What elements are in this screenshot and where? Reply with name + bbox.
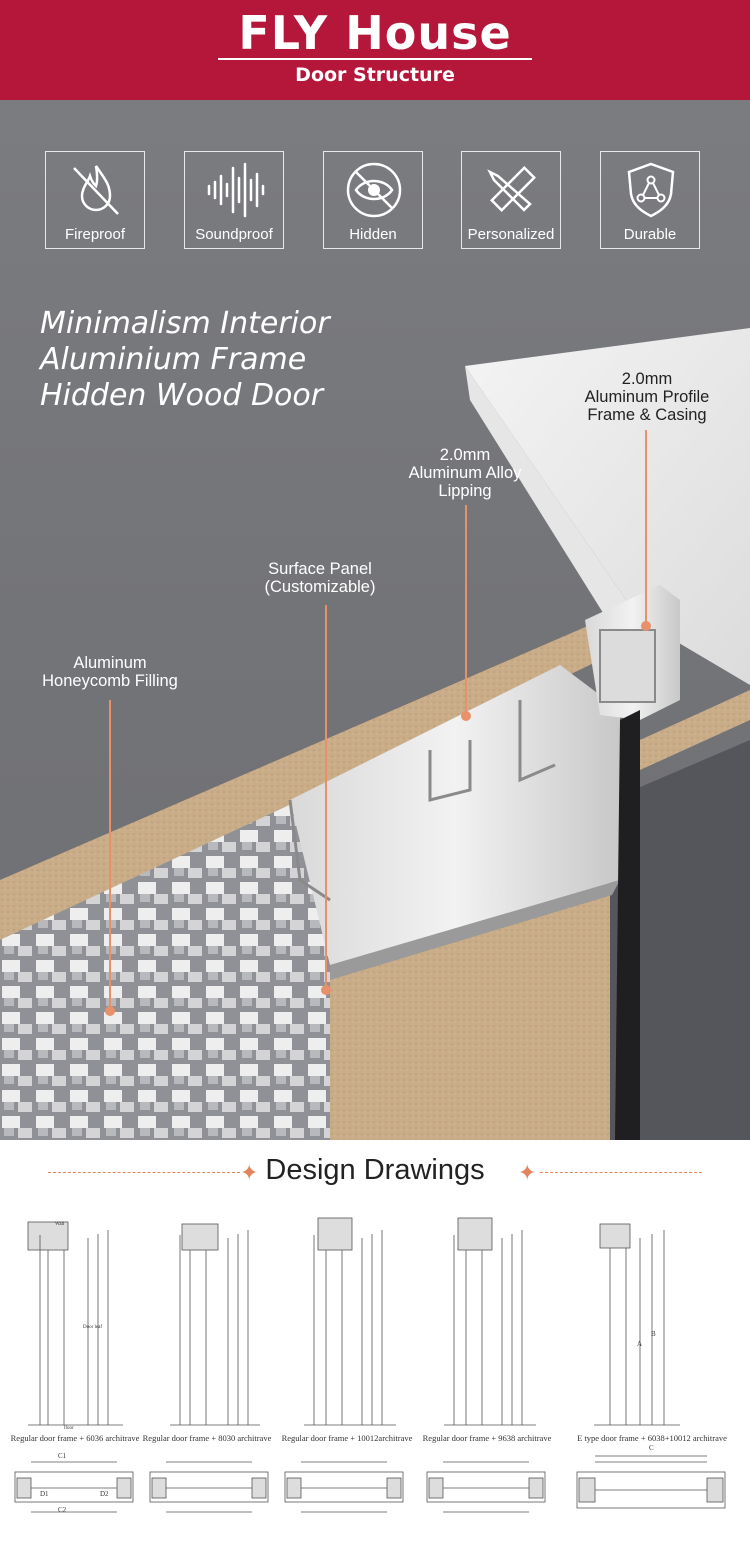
- callout-line: (Customizable): [264, 578, 376, 596]
- feature-personalized: Personalized: [461, 151, 561, 249]
- drawing-caption: Regular door frame + 9638 architrave: [422, 1433, 552, 1443]
- sparkle-icon: ✦: [518, 1160, 537, 1185]
- drawing-caption: Regular door frame + 10012architrave: [281, 1433, 413, 1443]
- feature-durable: Durable: [600, 151, 700, 249]
- title-dash-right: [540, 1172, 702, 1173]
- callout-line: 2.0mm: [439, 446, 491, 464]
- slogan-line: Hidden Wood Door: [40, 378, 324, 413]
- callout-lipping: 2.0mm Aluminum Alloy Lipping: [390, 446, 540, 500]
- drawing-caption: Regular door frame + 8030 architrave: [142, 1433, 272, 1443]
- callout-line: Surface Panel: [268, 560, 372, 578]
- leader-line: [465, 505, 467, 715]
- title-dash-left: [48, 1172, 240, 1173]
- dim-label-wall: Wall: [55, 1222, 65, 1227]
- leader-line: [645, 430, 647, 625]
- feature-label: Personalized: [467, 226, 555, 243]
- callout-profile: 2.0mm Aluminum Profile Frame & Casing: [562, 370, 732, 424]
- callout-line: Aluminum Profile: [584, 388, 710, 406]
- callout-line: Honeycomb Filling: [42, 672, 178, 690]
- callout-line: Aluminum: [73, 654, 147, 672]
- feature-fireproof: Fireproof: [45, 151, 145, 249]
- callout-line: Lipping: [438, 482, 492, 500]
- drawing-caption: E type door frame + 6038+10012 architrav…: [577, 1433, 727, 1443]
- door-structure-illustration: [0, 328, 750, 1140]
- fire-slash-icon: [73, 165, 119, 215]
- leader-line: [109, 700, 111, 1010]
- dim-label-d1: D1: [40, 1490, 49, 1498]
- feature-label: Fireproof: [64, 226, 126, 243]
- sparkle-icon: ✦: [240, 1160, 259, 1185]
- leader-dot: [461, 711, 471, 721]
- callout-honeycomb: Aluminum Honeycomb Filling: [20, 654, 200, 690]
- leader-dot: [641, 621, 651, 631]
- feature-label: Durable: [623, 226, 677, 243]
- feature-label: Soundproof: [195, 226, 273, 243]
- elevation-drawings: [27, 1217, 680, 1426]
- brand-title: FLY House: [238, 6, 512, 60]
- feature-label: Hidden: [349, 226, 397, 243]
- shield-icon: [627, 162, 675, 218]
- dim-label-c1: C1: [58, 1452, 67, 1460]
- slogan-line: Minimalism Interior: [40, 306, 330, 341]
- dim-label-floor: floor: [64, 1426, 74, 1431]
- eye-slash-icon: [346, 162, 402, 218]
- slogan-line: Aluminium Frame: [40, 342, 307, 377]
- plan-drawings: [14, 1455, 726, 1513]
- section-title: Design Drawings: [265, 1154, 485, 1186]
- callout-line: Frame & Casing: [587, 406, 707, 424]
- leader-dot: [321, 985, 331, 995]
- callout-line: Aluminum Alloy: [408, 464, 522, 482]
- pencil-ruler-icon: [487, 166, 536, 212]
- brand-underline: [218, 58, 532, 60]
- dim-label-d2: D2: [100, 1490, 109, 1498]
- leader-dot: [105, 1006, 115, 1016]
- callout-panel: Surface Panel (Customizable): [245, 560, 395, 596]
- header-banner: [0, 0, 750, 100]
- sound-wave-icon: [207, 162, 265, 218]
- dim-label-door: Door leaf: [83, 1325, 103, 1330]
- dim-label-c: C: [649, 1444, 654, 1452]
- dim-label-c2: C2: [58, 1506, 67, 1514]
- drawing-caption: Regular door frame + 6036 architrave: [10, 1433, 140, 1443]
- header-subtitle: Door Structure: [295, 64, 455, 86]
- feature-soundproof: Soundproof: [184, 151, 284, 249]
- dim-label-b: B: [651, 1330, 656, 1338]
- hero-section: Fireproof Soundproof Hidden Personalized: [0, 100, 750, 1140]
- dim-label-a: A: [637, 1340, 643, 1348]
- leader-line: [325, 605, 327, 990]
- feature-hidden: Hidden: [323, 151, 423, 249]
- callout-line: 2.0mm: [621, 370, 673, 388]
